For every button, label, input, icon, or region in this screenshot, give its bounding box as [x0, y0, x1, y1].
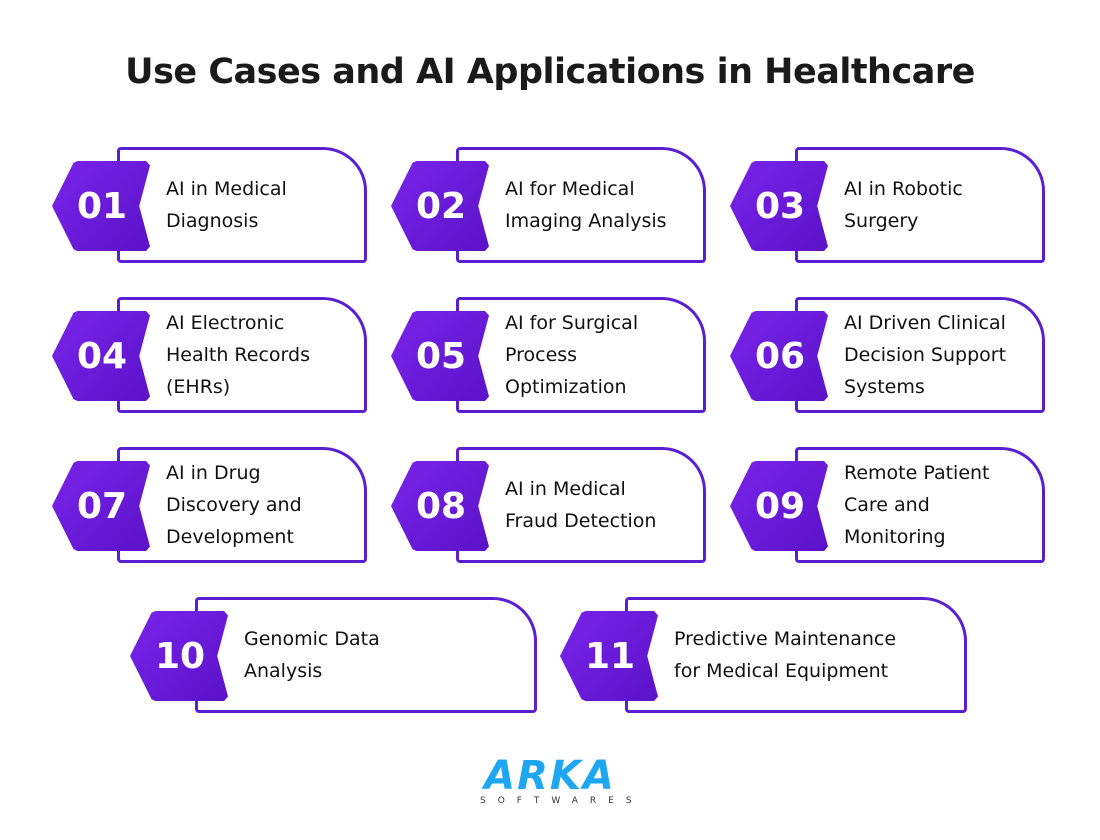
number-badge: 09 [730, 461, 828, 551]
number-badge: 04 [52, 311, 150, 401]
number-badge: 07 [52, 461, 150, 551]
number-badge: 06 [730, 311, 828, 401]
number-badge: 02 [391, 161, 489, 251]
arka-logo: ARKA SOFTWARES [470, 753, 644, 806]
number-badge: 10 [130, 611, 228, 701]
number-badge: 01 [52, 161, 150, 251]
number-badge: 11 [560, 611, 658, 701]
logo-subtitle: SOFTWARES [480, 796, 644, 806]
number-badge: 03 [730, 161, 828, 251]
number-badge: 08 [391, 461, 489, 551]
number-badge: 05 [391, 311, 489, 401]
page-title: Use Cases and AI Applications in Healthc… [125, 52, 975, 92]
logo-wordmark: ARKA [484, 753, 616, 799]
